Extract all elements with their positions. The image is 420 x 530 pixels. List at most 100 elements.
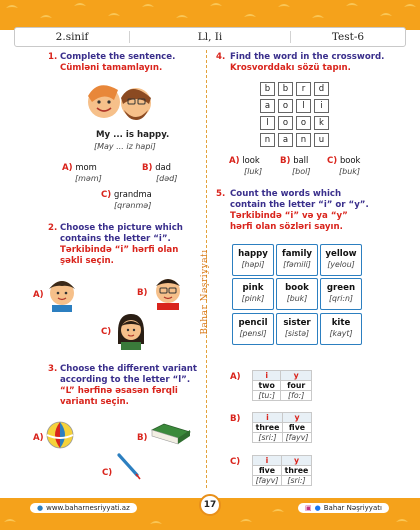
crossword-cell: o xyxy=(278,116,293,130)
question-3-number: 3. xyxy=(48,364,58,374)
question-1-english: Complete the sentence. xyxy=(60,52,176,62)
crossword-cell: o xyxy=(296,116,311,130)
table-head-cell: i xyxy=(252,455,282,466)
table-head-cell: i xyxy=(251,370,282,381)
question-2-english-line-1: Choose the picture which xyxy=(60,223,183,233)
word-box-transcription: [fəmili] xyxy=(283,260,311,269)
crossword-cell: n xyxy=(296,133,311,147)
word-box-word: happy xyxy=(238,249,268,259)
question-3-english-line-1: Choose the different variant xyxy=(60,364,197,374)
crossword-cell: a xyxy=(278,133,293,147)
table-word-cell: five xyxy=(282,422,312,433)
beach-ball-icon[interactable] xyxy=(45,420,75,450)
word-box: yellow [yelou] xyxy=(320,244,362,276)
question-3-text: Choose the different variant according t… xyxy=(60,364,197,408)
word-box-transcription: [pensl] xyxy=(239,329,267,338)
page-number: 17 xyxy=(199,494,221,516)
question-2-text: Choose the picture which contains the le… xyxy=(60,223,183,267)
crossword-cell: o xyxy=(278,99,293,113)
table-transcription-cell: [fayv] xyxy=(282,432,312,443)
q1-option-a-transcription: [məm] xyxy=(75,174,102,183)
crossword-cell: n xyxy=(260,133,275,147)
q4-option-b[interactable]: B) ball xyxy=(280,155,309,166)
q1-option-b[interactable]: B) dad xyxy=(142,162,171,173)
girl-picture-icon[interactable] xyxy=(113,312,149,350)
bird-pattern-icon xyxy=(4,509,408,524)
website-text: www.baharnesriyyati.az xyxy=(46,504,130,512)
word-box-word: kite xyxy=(331,318,351,328)
sentence-to-complete: My ... is happy. xyxy=(96,130,170,140)
word-box: green [qri:n] xyxy=(320,278,362,310)
word-box-word: green xyxy=(326,283,356,293)
q2-option-b-label[interactable]: B) xyxy=(137,288,148,298)
question-4-azerbaijani: Krosvorddakı sözü tapın. xyxy=(230,63,351,73)
table-transcription-cell: [tu:] xyxy=(251,390,282,401)
word-box: pink [pink] xyxy=(232,278,274,310)
top-decorative-band xyxy=(0,0,420,30)
publisher-vertical-label: Bahar Nəşriyyatı xyxy=(200,249,210,335)
facebook-icon: ● xyxy=(314,504,321,512)
table-transcription-cell: [fayv] xyxy=(252,475,282,486)
table-transcription-cell: [fo:] xyxy=(280,390,312,401)
globe-icon: ● xyxy=(37,504,44,512)
question-5-text: Count the words which contain the letter… xyxy=(230,189,369,233)
table-transcription-cell: [sri:] xyxy=(251,432,284,443)
question-5-azerbaijani-line-1: Tərkibində “i” və ya “y” xyxy=(230,211,348,221)
table-word-cell: four xyxy=(280,380,312,391)
word-box-word: book xyxy=(285,283,309,293)
question-4-english: Find the word in the crossword. xyxy=(230,52,385,62)
happy-children-illustration xyxy=(88,85,151,120)
word-box-word: pink xyxy=(242,283,264,293)
q6-option-a-label[interactable]: A) xyxy=(230,372,241,382)
word-box-transcription: [sistə] xyxy=(284,329,310,338)
q2-option-c-label[interactable]: C) xyxy=(101,327,112,337)
brand-text: Bahar Nəşriyyatı xyxy=(323,504,382,512)
column-divider xyxy=(206,50,207,488)
q3-option-c-label[interactable]: C) xyxy=(102,468,113,478)
question-1-text: Complete the sentence. Cümləni tamamlayı… xyxy=(60,52,175,74)
word-box-word: family xyxy=(282,249,312,259)
q3-option-b-label[interactable]: B) xyxy=(137,433,148,443)
social-brand[interactable]: ▣ ● Bahar Nəşriyyatı xyxy=(298,503,389,513)
word-box-transcription: [qri:n] xyxy=(329,294,353,303)
table-transcription-cell: [sri:] xyxy=(280,475,313,486)
word-box-transcription: [yelou] xyxy=(327,260,355,269)
question-5-english-line-1: Count the words which xyxy=(230,189,342,199)
question-3-azerbaijani-line-1: “L” hərfinə əsasən fərqli xyxy=(60,386,178,396)
table-word-cell: two xyxy=(251,380,282,391)
word-box: book [buk] xyxy=(276,278,318,310)
boy-picture-icon[interactable] xyxy=(44,276,80,312)
crossword-cell: i xyxy=(314,99,329,113)
q6-option-c-label[interactable]: C) xyxy=(230,457,241,467)
crossword-grid: b b r d a o l i l o o k n a n u xyxy=(260,82,329,147)
pen-icon[interactable] xyxy=(116,452,142,482)
word-box-transcription: [həpi] xyxy=(241,260,265,269)
website-link[interactable]: ● www.baharnesriyyati.az xyxy=(30,503,137,513)
q1-option-c[interactable]: C) grandma xyxy=(101,189,152,200)
sentence-transcription: [May ... iz hapi] xyxy=(94,142,156,151)
table-head-cell: y xyxy=(282,412,312,423)
q3-option-a-label[interactable]: A) xyxy=(33,433,44,443)
q1-option-b-transcription: [dəd] xyxy=(156,174,178,183)
table-head-cell: i xyxy=(251,412,284,423)
table-word-cell: three xyxy=(251,422,284,433)
q4-option-c[interactable]: C) book xyxy=(327,155,361,166)
question-2-azerbaijani-line-2: şəkli seçin. xyxy=(60,256,114,266)
q1-option-a[interactable]: A) mom xyxy=(62,162,97,173)
q2-option-a-label[interactable]: A) xyxy=(33,290,44,300)
q4-option-a[interactable]: A) look xyxy=(229,155,260,166)
question-2-english-line-2: contains the letter “i”. xyxy=(60,234,171,244)
q1-option-c-transcription: [qrənmə] xyxy=(114,201,152,210)
question-3-english-line-2: according to the letter “l”. xyxy=(60,375,191,385)
book-icon[interactable] xyxy=(150,422,192,446)
man-with-glasses-picture-icon[interactable] xyxy=(150,274,186,310)
q6-option-b-label[interactable]: B) xyxy=(230,414,241,424)
word-box: kite [kayt] xyxy=(320,313,362,345)
question-5-number: 5. xyxy=(216,189,226,199)
question-1-azerbaijani: Cümləni tamamlayın. xyxy=(60,63,163,73)
question-1-number: 1. xyxy=(48,52,58,62)
crossword-cell: a xyxy=(260,99,275,113)
